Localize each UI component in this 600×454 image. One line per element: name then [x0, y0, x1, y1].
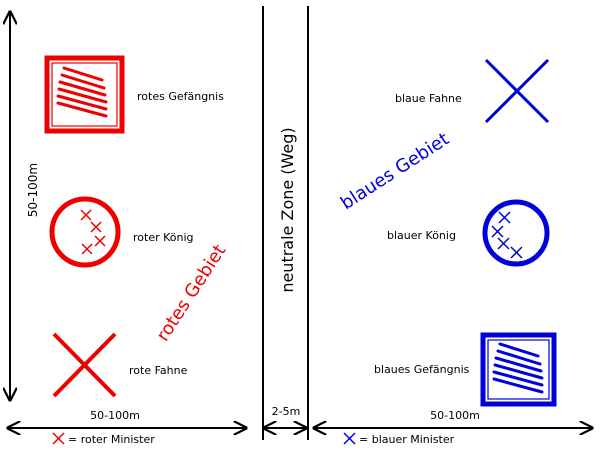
red-king-label: roter König — [133, 231, 194, 244]
red-flag-label: rote Fahne — [129, 364, 188, 377]
blue-flag-label: blaue Fahne — [395, 92, 462, 105]
red-minister-icon — [52, 432, 65, 445]
blue-territory-label: blaues Gebiet — [337, 129, 453, 214]
blue-prison-label: blaues Gefängnis — [374, 363, 470, 376]
blue-width-label: 50-100m — [430, 409, 480, 422]
red-territory-label: rotes Gebiet — [152, 241, 230, 345]
red-width-label: 50-100m — [90, 409, 140, 422]
neutral-zone-label: neutrale Zone (Weg) — [278, 127, 297, 292]
height-label: 50-100m — [26, 163, 40, 217]
blue-king-label: blauer König — [387, 229, 456, 242]
blue-minister-legend: = blauer Minister — [359, 433, 455, 446]
red-minister-legend: = roter Minister — [68, 433, 155, 446]
red-prison-label: rotes Gefängnis — [137, 90, 224, 103]
blue-king-icon — [482, 199, 550, 267]
red-prison-icon — [44, 55, 125, 134]
red-flag-icon — [52, 332, 117, 398]
red-king-icon — [49, 196, 121, 268]
blue-prison-icon — [480, 332, 557, 407]
neutral-width-label: 2-5m — [272, 405, 301, 418]
blue-flag-icon — [484, 58, 550, 124]
blue-minister-icon — [343, 432, 356, 445]
